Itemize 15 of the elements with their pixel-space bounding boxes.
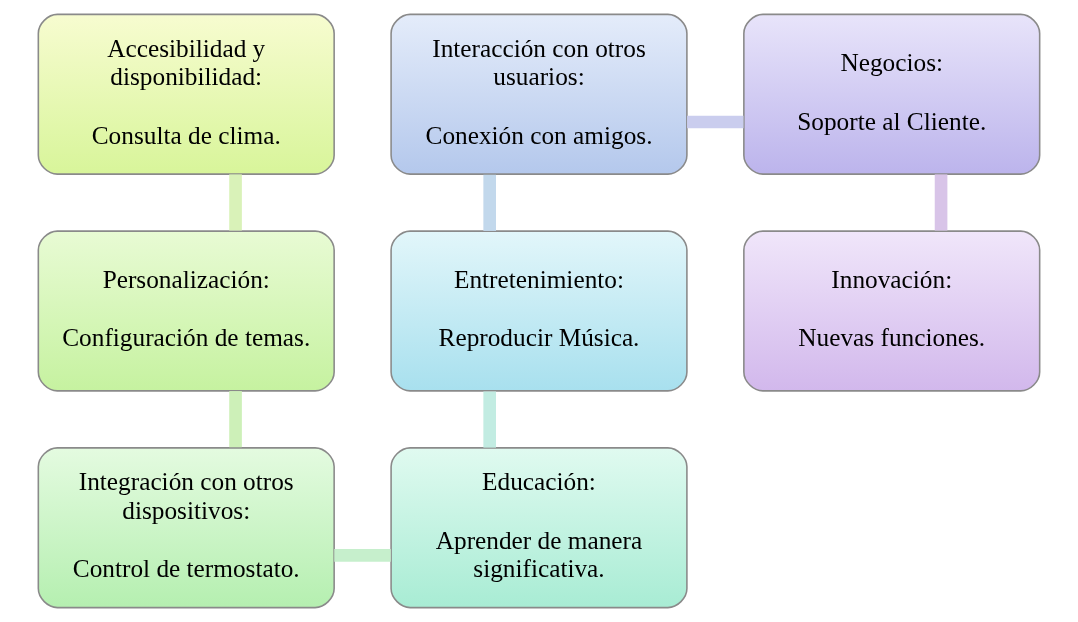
- connector: [229, 391, 242, 448]
- connector: [483, 174, 496, 231]
- connector: [229, 174, 242, 231]
- connector: [934, 174, 948, 231]
- connector: [334, 549, 391, 562]
- node-box: Integración con otros dispositivos: Control de termostato.: [37, 447, 335, 609]
- connector: [483, 391, 496, 448]
- node-box: Innovación: Nuevas funciones.: [743, 230, 1041, 392]
- node-box: Educación: Aprender de manera significativa.: [390, 447, 688, 609]
- connector: [687, 115, 744, 129]
- node-box: Entretenimiento: Reproducir Música.: [390, 230, 688, 392]
- node-box: Negocios: Soporte al Cliente.: [743, 13, 1041, 175]
- node-box: Personalización: Configuración de temas.: [37, 230, 335, 392]
- node-box: Accesibilidad y disponibilidad: Consulta de clima.: [37, 13, 335, 175]
- node-box: Interacción con otros usuarios: Conexión con amigos.: [390, 13, 688, 175]
